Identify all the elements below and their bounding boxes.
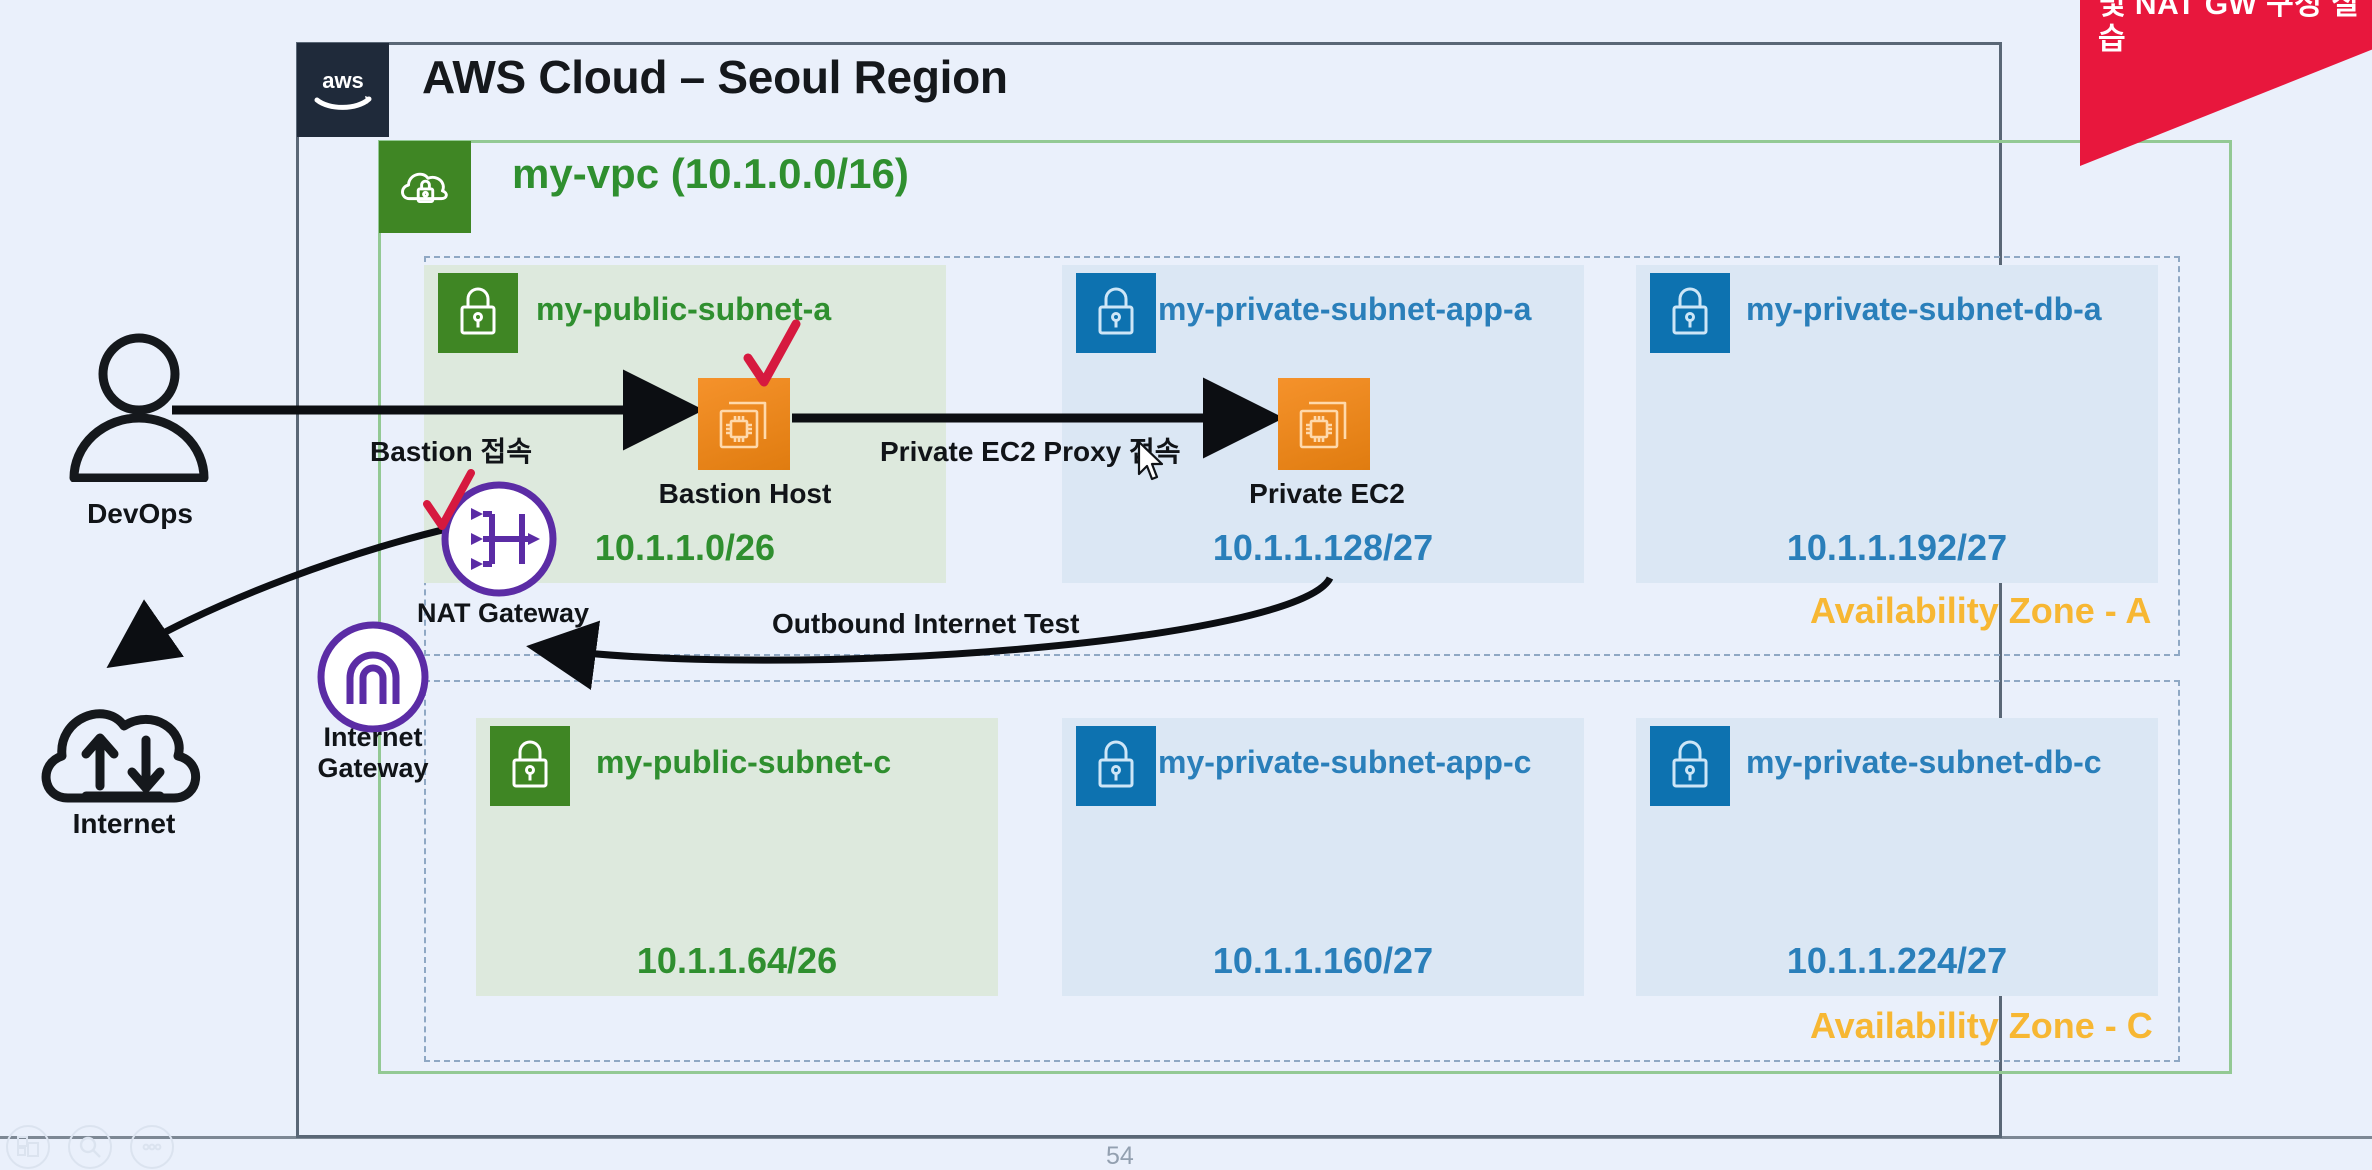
subnet-my-private-subnet-db-c[interactable]: my-private-subnet-db-c 10.1.1.224/27 bbox=[1636, 718, 2158, 996]
proxy-access-label: Private EC2 Proxy 접속 bbox=[880, 436, 1181, 467]
mouse-cursor bbox=[1136, 440, 1166, 484]
aws-logo-icon: aws bbox=[297, 43, 389, 137]
subnet-lock-icon bbox=[438, 273, 518, 353]
ec2-instance-icon-private[interactable] bbox=[1278, 378, 1370, 470]
red-check-icon bbox=[422, 468, 476, 534]
subnet-my-private-subnet-db-a[interactable]: my-private-subnet-db-a 10.1.1.192/27 bbox=[1636, 265, 2158, 583]
subnet-lock-icon bbox=[1076, 273, 1156, 353]
subnet-name: my-private-subnet-db-c bbox=[1746, 744, 2102, 780]
subnet-name: my-public-subnet-a bbox=[536, 291, 832, 327]
outbound-internet-test-label: Outbound Internet Test bbox=[772, 608, 1080, 639]
ribbon-text: 및 NAT GW 구성 실습 bbox=[2098, 0, 2360, 56]
svg-text:aws: aws bbox=[322, 68, 364, 93]
bastion-access-label: Bastion 접속 bbox=[370, 436, 532, 467]
subnet-name: my-private-subnet-app-a bbox=[1158, 291, 1532, 327]
subnet-cidr: 10.1.1.0/26 bbox=[594, 527, 776, 568]
availability-zone-a-label: Availability Zone - A bbox=[1810, 590, 2152, 631]
subnet-name: my-private-subnet-db-a bbox=[1746, 291, 2102, 327]
bastion-host-label: Bastion Host bbox=[658, 478, 832, 509]
ec2-instance-icon-bastion[interactable] bbox=[698, 378, 790, 470]
more-options-icon[interactable] bbox=[130, 1125, 174, 1169]
subnet-lock-icon bbox=[1650, 273, 1730, 353]
subnet-cidr: 10.1.1.64/26 bbox=[636, 940, 838, 981]
subnet-cidr: 10.1.1.192/27 bbox=[1786, 527, 2008, 568]
page-title: AWS Cloud – Seoul Region bbox=[422, 51, 1008, 103]
red-check-icon bbox=[742, 318, 802, 390]
subnet-name: my-private-subnet-app-c bbox=[1158, 744, 1532, 780]
subnet-cidr: 10.1.1.128/27 bbox=[1212, 527, 1434, 568]
vpc-cloud-lock-icon bbox=[379, 141, 471, 233]
user-icon bbox=[58, 330, 220, 483]
subnet-lock-icon bbox=[490, 726, 570, 806]
subnet-name: my-public-subnet-c bbox=[596, 744, 892, 780]
subnet-cidr: 10.1.1.224/27 bbox=[1786, 940, 2008, 981]
subnet-lock-icon bbox=[1076, 726, 1156, 806]
subnet-my-public-subnet-c[interactable]: my-public-subnet-c 10.1.1.64/26 bbox=[476, 718, 998, 996]
devops-label: DevOps bbox=[87, 498, 193, 529]
internet-gateway-icon[interactable] bbox=[314, 618, 432, 736]
subnet-my-public-subnet-a[interactable]: my-public-subnet-a 10.1.1.0/26 bbox=[424, 265, 946, 583]
vpc-title: my-vpc (10.1.0.0/16) bbox=[512, 150, 909, 197]
presentation-toolbar bbox=[0, 1124, 174, 1170]
subnet-lock-icon bbox=[1650, 726, 1730, 806]
private-ec2-label: Private EC2 bbox=[1249, 478, 1405, 509]
internet-label: Internet bbox=[72, 808, 176, 839]
nat-gateway-label: NAT Gateway bbox=[416, 598, 590, 628]
search-icon[interactable] bbox=[68, 1125, 112, 1169]
internet-cloud-icon bbox=[28, 678, 218, 810]
internet-gateway-label: Internet Gateway bbox=[317, 722, 429, 783]
availability-zone-c-box bbox=[424, 680, 2180, 1062]
subnet-cidr: 10.1.1.160/27 bbox=[1212, 940, 1434, 981]
grid-view-icon[interactable] bbox=[6, 1125, 50, 1169]
availability-zone-c-label: Availability Zone - C bbox=[1810, 1005, 2153, 1046]
subnet-my-private-subnet-app-c[interactable]: my-private-subnet-app-c 10.1.1.160/27 bbox=[1062, 718, 1584, 996]
page-number: 54 bbox=[1106, 1142, 1134, 1170]
